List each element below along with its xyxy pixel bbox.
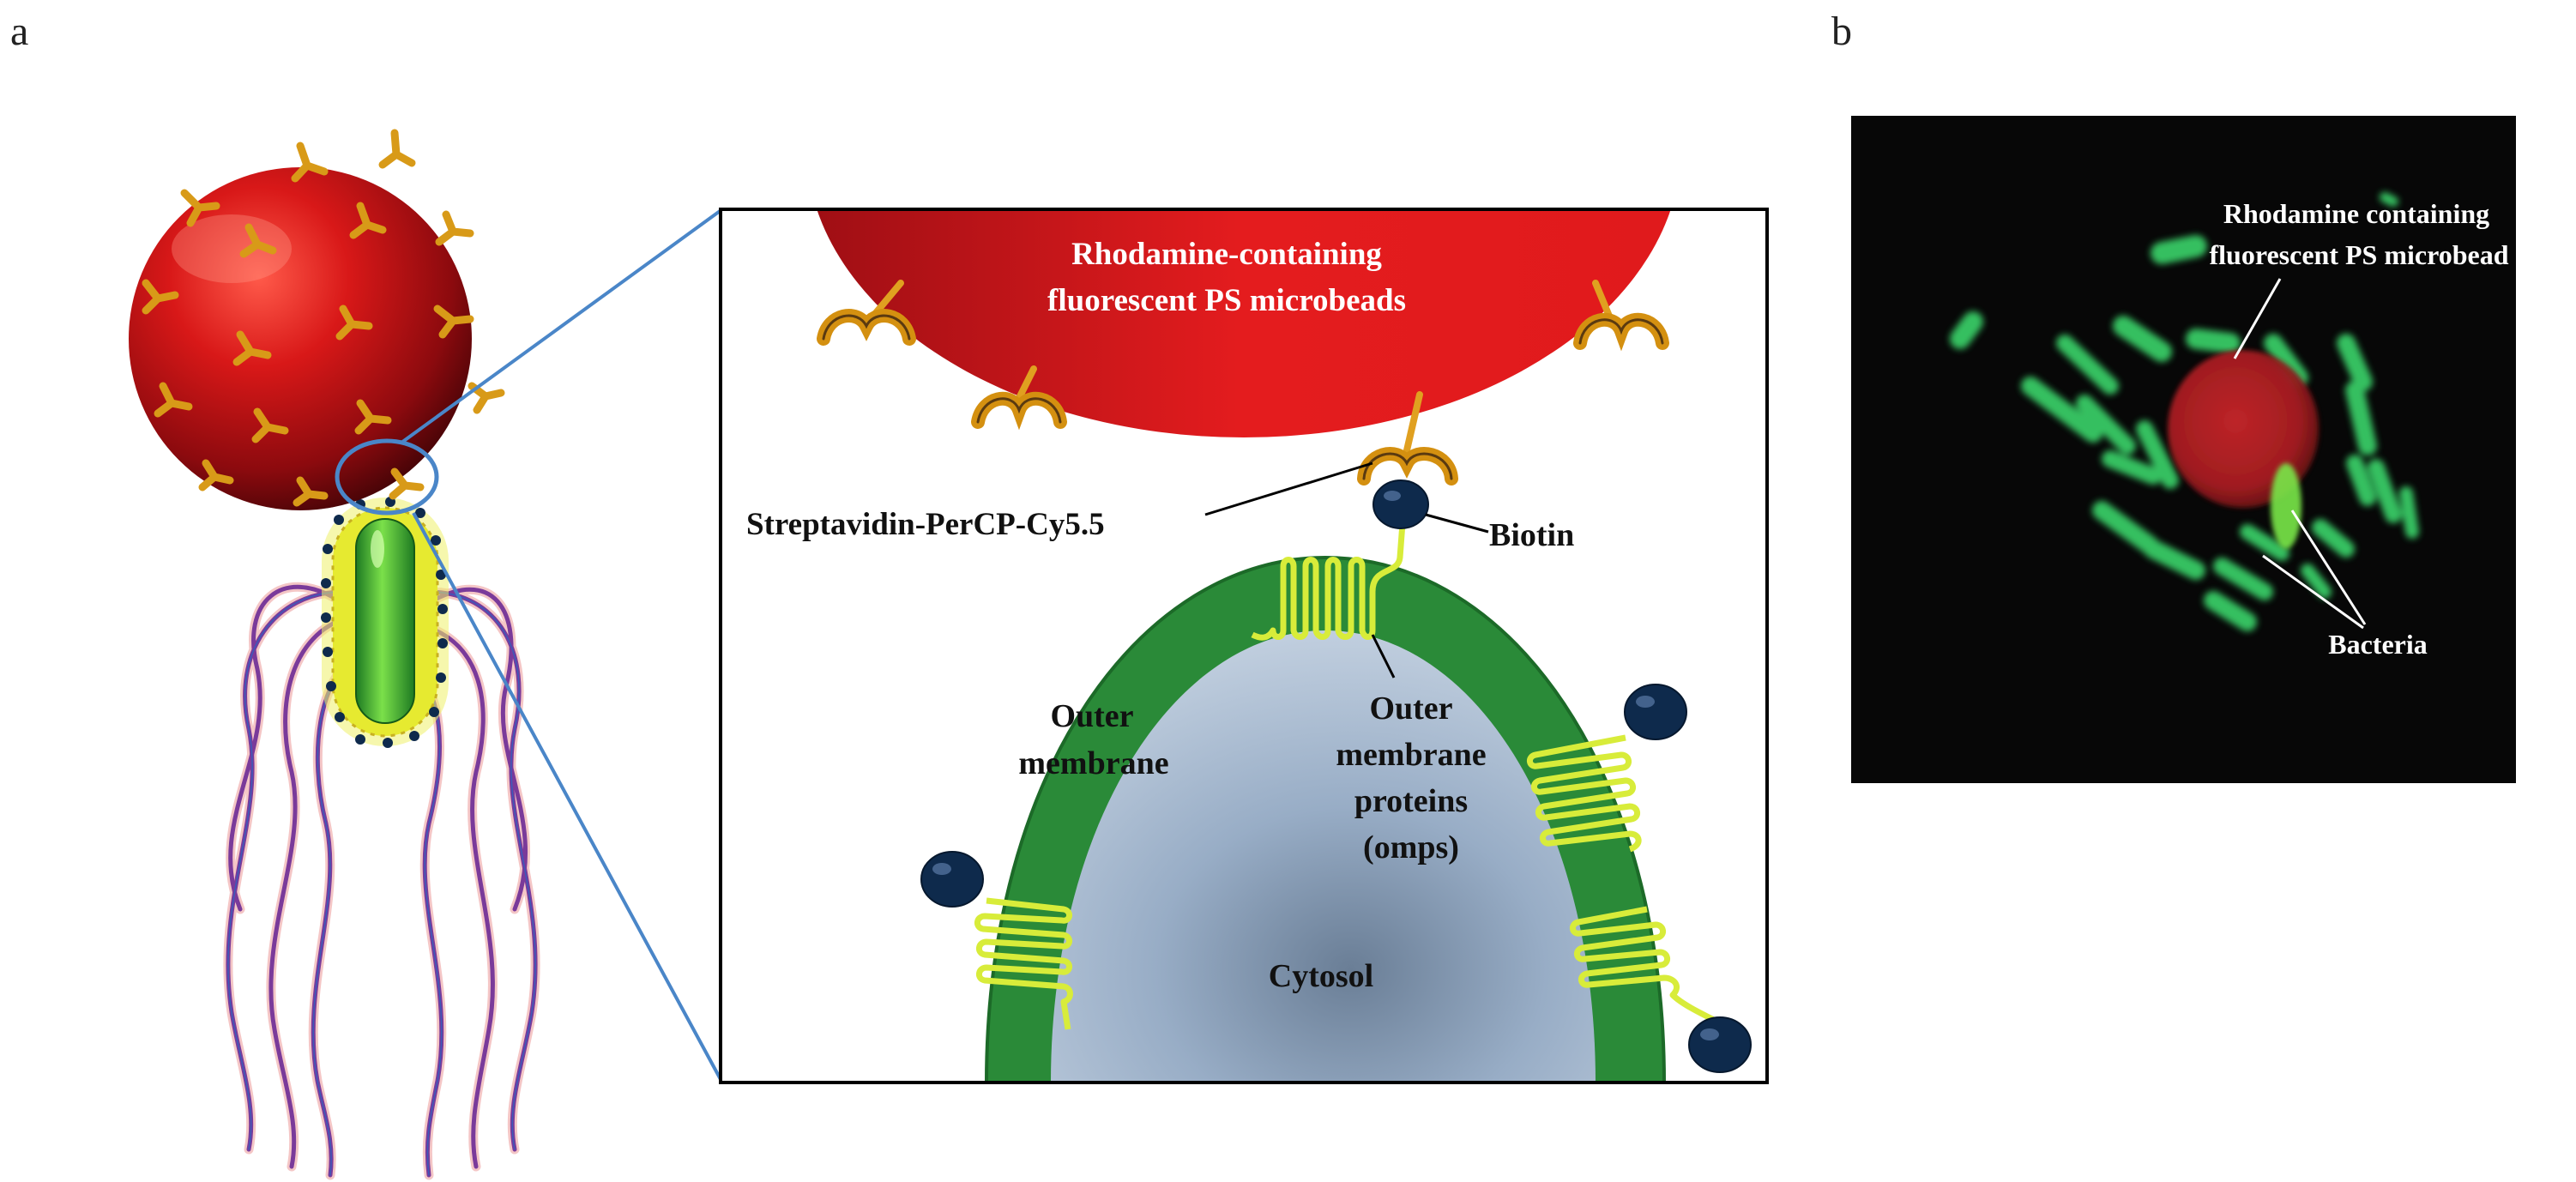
flagella [223,582,540,1180]
fluorescent-bacteria [1950,192,2419,631]
zoom-line-top [400,208,724,444]
inset-microbead-label-line1: Rhodamine-containing [1071,237,1382,272]
outer-membrane-edge [985,555,1666,1082]
fluorescence-micrograph: Rhodamine containing fluorescent PS micr… [1851,116,2516,783]
biotin-highlights [932,491,1719,1040]
omps-label-line3: proteins [1354,783,1468,819]
bacterium-on-bead [2271,463,2302,549]
cytosol-label: Cytosol [1269,958,1373,994]
micrograph-microbead-label-line2: fluorescent PS microbead [2210,239,2509,270]
cell-biotin-dots [321,497,448,748]
zoom-region [335,438,439,516]
streptavidin-leader [1204,461,1373,516]
omps-label-line4: (omps) [1363,829,1459,865]
bacteria-pointer-2 [2262,554,2364,630]
inset-border [719,208,1769,1084]
bacteria-label: Bacteria [2328,629,2428,660]
cytosol [1051,630,1596,1082]
bacteria-pointer-1 [2290,510,2367,625]
micrograph-microbead-label-line1: Rhodamine containing [2223,198,2489,229]
inset-microbead-label-line2: fluorescent PS microbeads [1047,283,1406,318]
microbead-shine [172,214,292,283]
bead-antibodies [142,129,505,507]
panel-letter-b: b [1831,9,1852,54]
inset-panel: Rhodamine-containing fluorescent PS micr… [719,208,1769,1084]
streptavidin-label: Streptavidin-PerCP-Cy5.5 [746,507,1105,542]
inset-antibodies [817,280,1669,485]
biotin-label: Biotin [1489,517,1574,553]
outer-membrane-label-line2: membrane [1018,745,1168,781]
cell-rod [355,518,415,724]
microbead-sphere [129,167,472,510]
omps-label-line2: membrane [1336,737,1486,773]
bacterium-illustration [129,129,724,1180]
omps [974,522,1717,1030]
biotin-leader [1425,513,1489,534]
panel-letter-a: a [10,9,28,54]
micrograph-microbead-pointer [2233,278,2282,359]
omps-label-line1: Outer [1369,691,1452,727]
zoom-line-bottom [412,512,724,1083]
outer-membrane-label-line1: Outer [1050,698,1133,734]
cell-highlight [371,530,384,568]
omps-leader [1371,634,1396,678]
